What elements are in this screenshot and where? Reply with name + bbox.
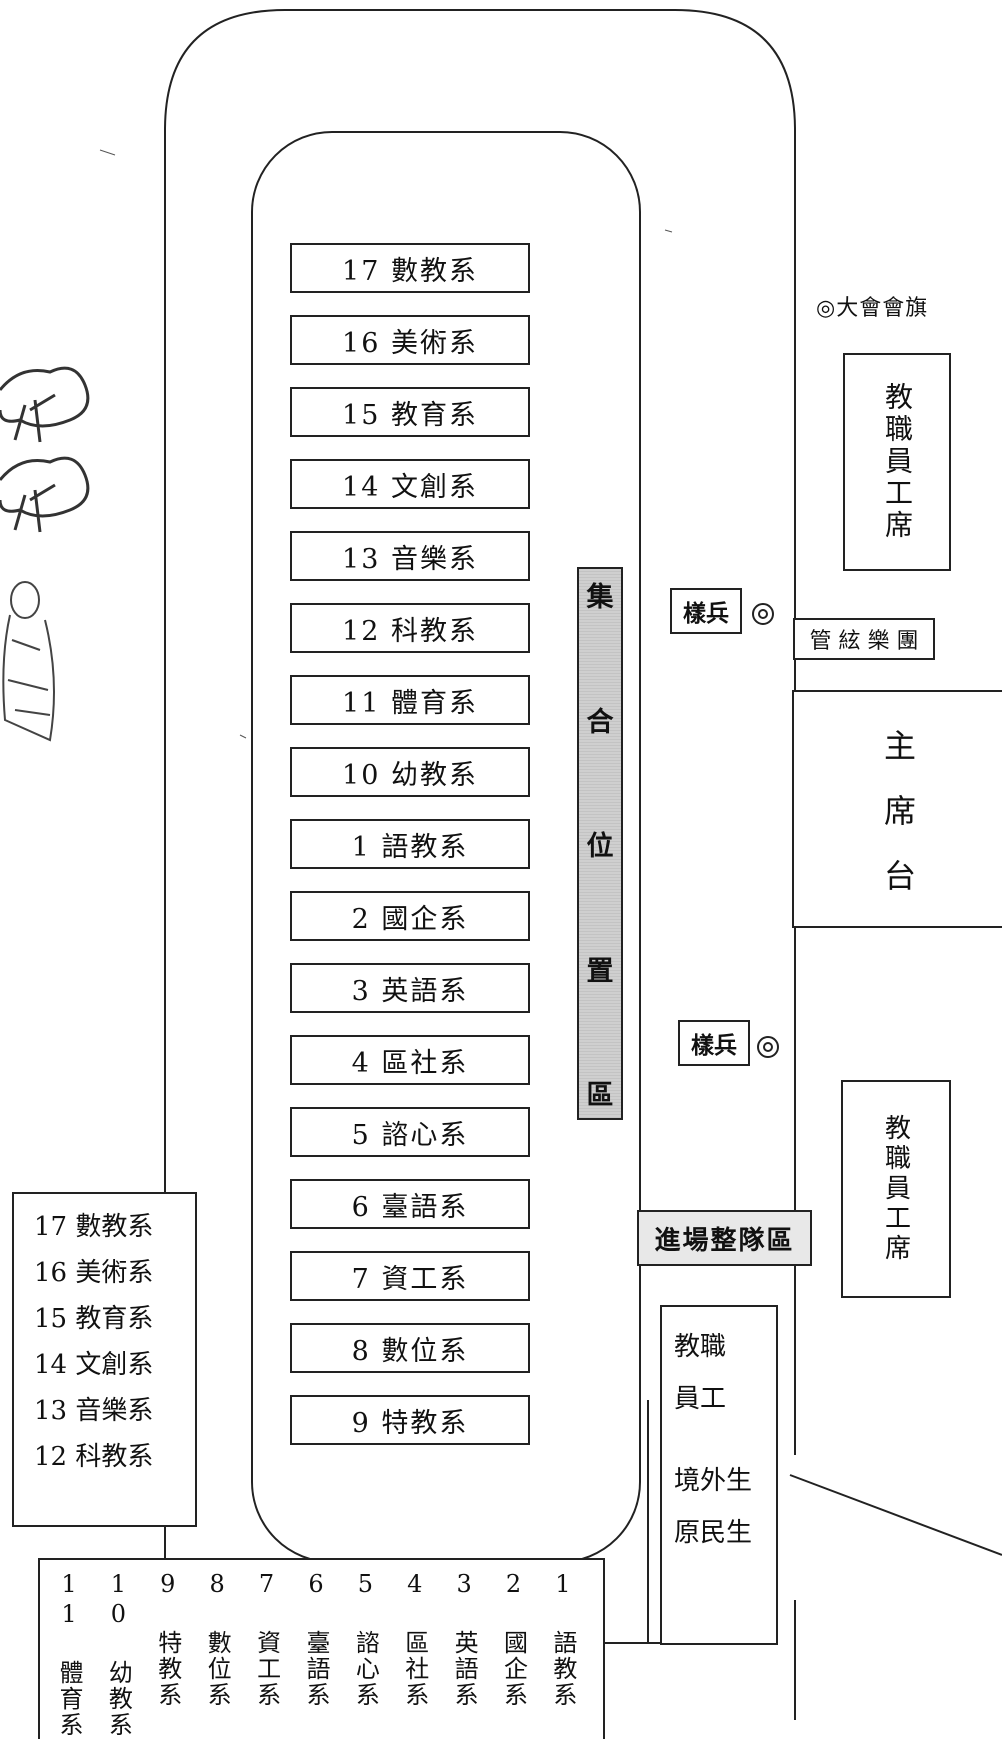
group-line: 境外生 bbox=[674, 1466, 753, 1496]
bottom-list-item: 7 資工系 bbox=[252, 1570, 281, 1708]
left-department-list: 17 數教系 16 美術系 15 教育系 14 文創系 13 音樂系 12 科教系 bbox=[12, 1192, 197, 1527]
department-lane: 5 諮心系 bbox=[290, 1107, 530, 1157]
left-list-item: 13 音樂系 bbox=[34, 1396, 154, 1426]
outer-track-outline bbox=[164, 9, 796, 1720]
bottom-list-item: 2 國企系 bbox=[499, 1570, 528, 1708]
bottom-list-item: 6 臺語系 bbox=[301, 1570, 330, 1708]
group-line: 員工 bbox=[674, 1384, 727, 1414]
left-list-item: 14 文創系 bbox=[34, 1350, 154, 1380]
bottom-list-item: 11 體育系 bbox=[55, 1570, 83, 1738]
bottom-list-item: 1 語教系 bbox=[548, 1570, 577, 1708]
department-lane: 11 體育系 bbox=[290, 675, 530, 725]
department-lane: 4 區社系 bbox=[290, 1035, 530, 1085]
gathering-char: 置 bbox=[586, 955, 614, 987]
left-list-item: 16 美術系 bbox=[34, 1258, 154, 1288]
department-lane: 16 美術系 bbox=[290, 315, 530, 365]
department-lane: 3 英語系 bbox=[290, 963, 530, 1013]
podium-char: 席 bbox=[883, 791, 916, 830]
department-lane: 9 特教系 bbox=[290, 1395, 530, 1445]
staff-overseas-indigenous-group: 教職 員工 境外生 原民生 bbox=[660, 1305, 778, 1645]
gathering-area: 集 合 位 置 區 bbox=[577, 567, 623, 1120]
department-lane: 8 數位系 bbox=[290, 1323, 530, 1373]
statue-icon bbox=[2, 581, 55, 742]
staff-seat-top: 教職員工席 bbox=[843, 353, 951, 571]
bottom-list-item: 4 區社系 bbox=[400, 1570, 429, 1708]
department-lane: 15 教育系 bbox=[290, 387, 530, 437]
bottom-list-item: 3 英語系 bbox=[450, 1570, 479, 1708]
department-lane: 2 國企系 bbox=[290, 891, 530, 941]
department-lane: 17 數教系 bbox=[290, 243, 530, 293]
conference-flag-label: ◎大會會旗 bbox=[816, 296, 929, 321]
orchestra: 管 絃 樂 團 bbox=[793, 618, 935, 660]
department-lane: 1 語教系 bbox=[290, 819, 530, 869]
tree-icon bbox=[0, 366, 90, 533]
podium: 主 席 台 bbox=[792, 690, 1002, 928]
bottom-list-item: 5 諮心系 bbox=[351, 1570, 380, 1708]
left-list-item: 15 教育系 bbox=[34, 1304, 154, 1334]
flag-circle-icon bbox=[757, 1036, 779, 1058]
left-list-item: 17 數教系 bbox=[34, 1212, 154, 1242]
staff-seat-bottom: 教職員工席 bbox=[841, 1080, 951, 1298]
gathering-char: 合 bbox=[586, 706, 614, 738]
gathering-char: 區 bbox=[586, 1080, 614, 1111]
bottom-list-item: 9 特教系 bbox=[153, 1570, 182, 1708]
bottom-list-item: 8 數位系 bbox=[203, 1570, 232, 1708]
bottom-list-items: 1 語教系 2 國企系 3 英語系 4 區社系 5 諮心系 6 臺語系 7 資工系 8 數位系… bbox=[40, 1570, 597, 1738]
department-lane: 6 臺語系 bbox=[290, 1179, 530, 1229]
left-list-item: 12 科教系 bbox=[34, 1442, 154, 1472]
flag-circle-icon bbox=[752, 603, 774, 625]
department-lane: 7 資工系 bbox=[290, 1251, 530, 1301]
flag-bearer-top: 樣兵 bbox=[670, 588, 742, 634]
group-line: 教職 bbox=[674, 1332, 727, 1362]
flag-bearer-bottom: 樣兵 bbox=[678, 1020, 750, 1066]
diagonal-line bbox=[789, 1474, 1002, 1556]
entry-assembly-zone: 進場整隊區 bbox=[637, 1210, 812, 1266]
department-lane: 14 文創系 bbox=[290, 459, 530, 509]
department-lane: 12 科教系 bbox=[290, 603, 530, 653]
department-lane: 10 幼教系 bbox=[290, 747, 530, 797]
podium-char: 台 bbox=[883, 856, 916, 895]
gathering-char: 集 bbox=[586, 582, 614, 613]
left-list-items: 17 數教系 16 美術系 15 教育系 14 文創系 13 音樂系 12 科教系 bbox=[34, 1204, 153, 1480]
department-lane: 13 音樂系 bbox=[290, 531, 530, 581]
gathering-char: 位 bbox=[586, 831, 614, 862]
bottom-list-item: 10 幼教系 bbox=[104, 1570, 133, 1738]
bottom-department-list: 1 語教系 2 國企系 3 英語系 4 區社系 5 諮心系 6 臺語系 7 資工系 8 數位系… bbox=[38, 1558, 605, 1739]
group-line: 原民生 bbox=[674, 1518, 753, 1548]
podium-char: 主 bbox=[883, 727, 916, 766]
